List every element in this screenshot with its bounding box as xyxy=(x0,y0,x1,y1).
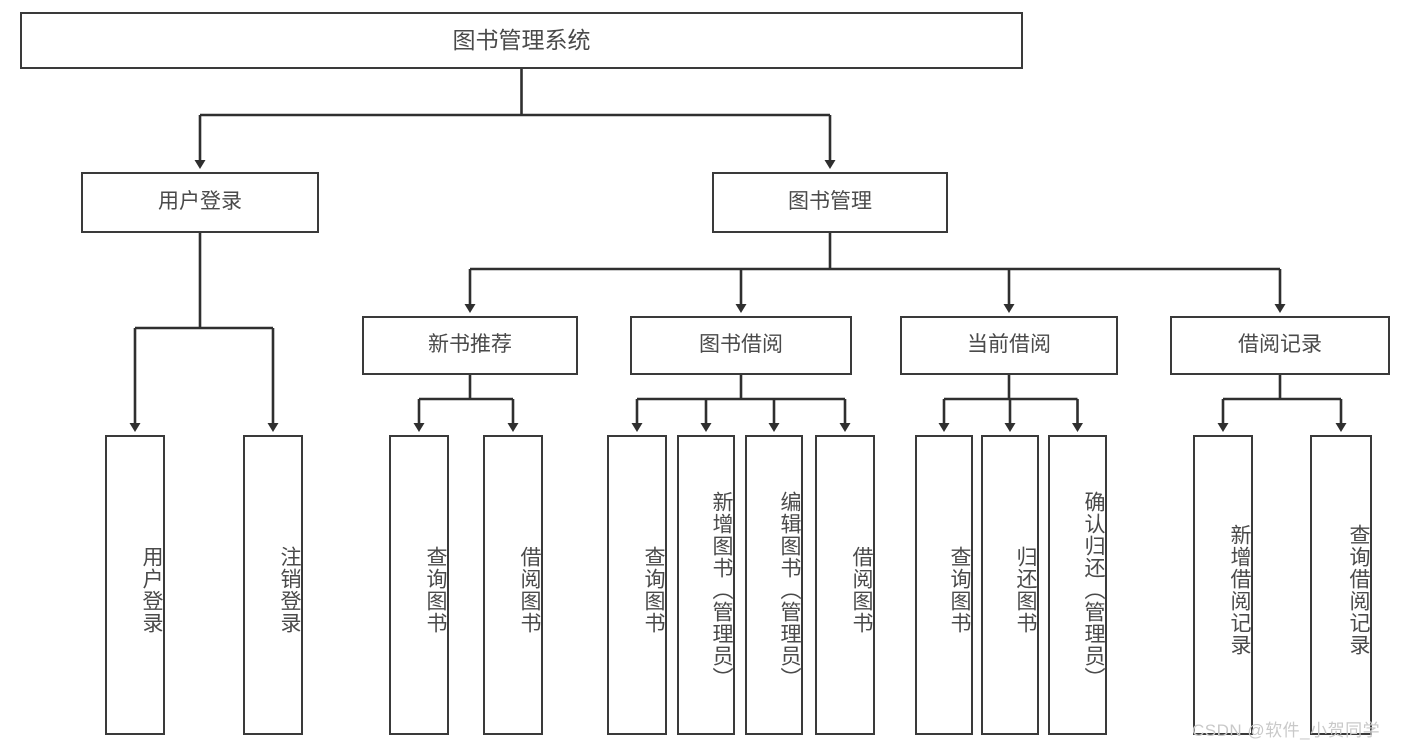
node-label: 用户登录 xyxy=(140,546,163,634)
node-label: 新增借阅记录 xyxy=(1228,524,1251,656)
node-label: 查询图书 xyxy=(948,546,971,634)
node-label: 图书管理 xyxy=(788,190,872,214)
csdn-watermark: CSDN @软件_小贺同学 xyxy=(1192,721,1381,740)
node-book-borrow[interactable]: 图书借阅 xyxy=(630,316,852,375)
node-label: 借阅图书 xyxy=(518,546,541,634)
node-label: 借阅记录 xyxy=(1238,333,1322,357)
node-leaf-return-book[interactable]: 归还图书 xyxy=(981,435,1039,735)
node-label: 查询图书 xyxy=(642,546,665,634)
node-label: 新书推荐 xyxy=(428,333,512,357)
node-current-borrow[interactable]: 当前借阅 xyxy=(900,316,1118,375)
node-label: 用户登录 xyxy=(158,190,242,214)
node-leaf-query-book-a[interactable]: 查询图书 xyxy=(389,435,449,735)
node-label: 编辑图书（管理员） xyxy=(778,491,801,689)
node-book-manage[interactable]: 图书管理 xyxy=(712,172,948,233)
node-label: 查询借阅记录 xyxy=(1347,524,1370,656)
node-label: 查询图书 xyxy=(424,546,447,634)
node-leaf-query-record[interactable]: 查询借阅记录 xyxy=(1310,435,1372,735)
node-leaf-borrow-book-b[interactable]: 借阅图书 xyxy=(815,435,875,735)
node-leaf-logout[interactable]: 注销登录 xyxy=(243,435,303,735)
node-new-book-rec[interactable]: 新书推荐 xyxy=(362,316,578,375)
node-label: 归还图书 xyxy=(1014,546,1037,634)
node-leaf-query-book-c[interactable]: 查询图书 xyxy=(915,435,973,735)
node-leaf-query-book-b[interactable]: 查询图书 xyxy=(607,435,667,735)
node-borrow-record[interactable]: 借阅记录 xyxy=(1170,316,1390,375)
node-leaf-add-book[interactable]: 新增图书（管理员） xyxy=(677,435,735,735)
node-label: 借阅图书 xyxy=(850,546,873,634)
node-root[interactable]: 图书管理系统 xyxy=(20,12,1023,69)
node-label: 当前借阅 xyxy=(967,333,1051,357)
node-leaf-user-login[interactable]: 用户登录 xyxy=(105,435,165,735)
node-leaf-confirm-return[interactable]: 确认归还（管理员） xyxy=(1048,435,1107,735)
node-leaf-edit-book[interactable]: 编辑图书（管理员） xyxy=(745,435,803,735)
node-label: 图书管理系统 xyxy=(452,26,591,53)
node-label: 注销登录 xyxy=(278,546,301,634)
node-label: 新增图书（管理员） xyxy=(710,491,733,689)
node-label: 图书借阅 xyxy=(699,333,783,357)
node-label: 确认归还（管理员） xyxy=(1082,491,1105,689)
node-leaf-borrow-book-a[interactable]: 借阅图书 xyxy=(483,435,543,735)
node-user-login[interactable]: 用户登录 xyxy=(81,172,319,233)
node-leaf-add-record[interactable]: 新增借阅记录 xyxy=(1193,435,1253,735)
